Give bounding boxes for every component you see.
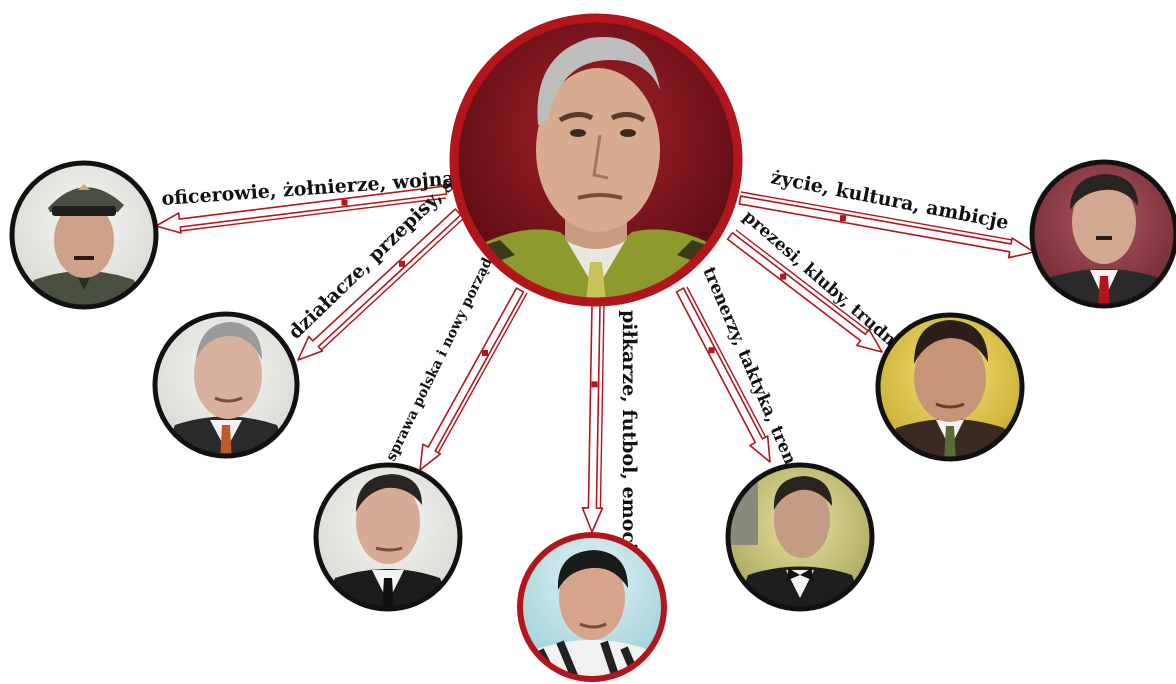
footballer-portrait — [517, 532, 667, 682]
arrow-to-activist-rail — [321, 217, 465, 351]
arrow-to-player-rail — [599, 304, 605, 509]
arrow-to-player — [581, 304, 604, 533]
officer-portrait — [9, 160, 159, 310]
label-players: piłkarze, futbol, emocje — [618, 310, 640, 562]
coach-portrait — [725, 462, 875, 612]
arrow-to-activist — [297, 208, 462, 361]
center-portrait — [449, 13, 743, 307]
club-president-portrait — [875, 312, 1025, 462]
arrow-to-coach-tick — [708, 347, 715, 354]
culture-figure-portrait — [1029, 159, 1176, 309]
arrow-to-culture-rail — [740, 191, 1012, 241]
arrow-to-politician-rail — [438, 292, 528, 453]
arrow-to-player-tick — [591, 381, 598, 388]
arrow-to-officer — [155, 185, 448, 234]
arrow-to-coach — [675, 287, 771, 463]
arrow-to-politician-tick — [482, 350, 488, 356]
arrow-to-officer-rail — [179, 197, 447, 232]
politician-portrait — [313, 462, 463, 612]
label-coaches: trenerzy, taktyka, trening — [698, 264, 811, 496]
activist-portrait — [152, 311, 300, 459]
arrow-to-president-rail — [735, 229, 870, 332]
arrow-to-culture-tick — [839, 215, 846, 222]
arrow-to-culture — [738, 195, 1035, 259]
arrow-to-politician — [419, 287, 525, 471]
arrow-to-president — [726, 232, 883, 353]
arrow-to-president-tick — [780, 273, 787, 280]
arrow-to-officer-tick — [341, 199, 348, 206]
arrow-to-activist-tick — [399, 260, 405, 267]
arrow-to-coach-rail — [686, 286, 767, 439]
